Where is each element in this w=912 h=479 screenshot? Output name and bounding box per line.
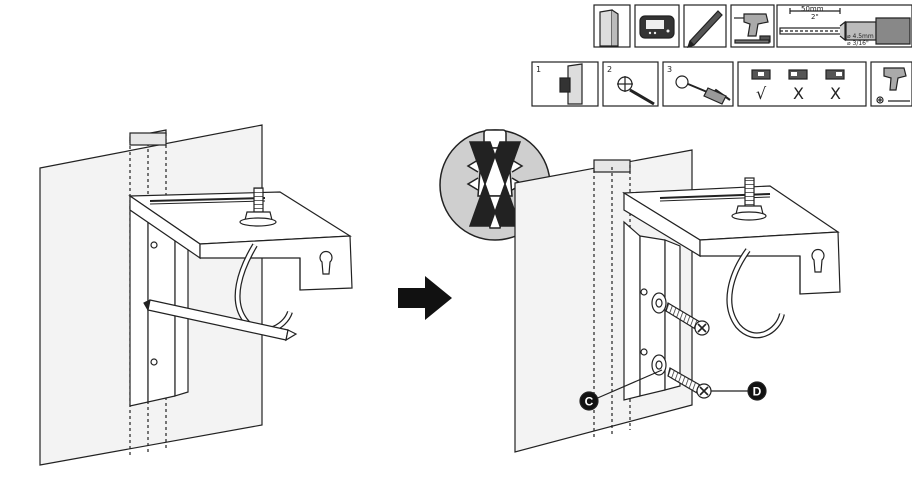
pencil-icon <box>683 4 727 48</box>
screw-upper <box>665 302 710 336</box>
step-1-number: 1 <box>536 65 541 74</box>
drill-icon <box>730 4 775 48</box>
washers-right <box>651 292 667 376</box>
drill-depth-icon: 50mm 2" ⌀ 4.5mm ⌀ 3/16" <box>776 4 912 48</box>
screw-lower <box>667 367 712 399</box>
depth-inch-label: 2" <box>811 13 819 21</box>
drywall-icon <box>593 4 631 48</box>
step-1-locate-stud: 1 <box>531 61 599 107</box>
callout-c: C <box>579 369 663 411</box>
step-2-mark-wall: 2 <box>602 61 659 107</box>
right-illustration: C D <box>514 149 841 453</box>
level-wrong-mark-1: X <box>793 84 804 103</box>
callout-d-label: D <box>753 385 762 399</box>
depth-mm-label: 50mm <box>801 5 824 13</box>
level-wrong-mark-2: X <box>830 84 841 103</box>
next-step-arrow <box>398 276 452 320</box>
steps-row: 1 2 3 √ X X <box>531 61 912 107</box>
diameter-inch-label: ⌀ 3/16" <box>847 40 869 47</box>
step-2-number: 2 <box>607 65 612 74</box>
pencil-left <box>143 299 298 342</box>
callout-d: D <box>711 381 767 401</box>
tools-row: 50mm 2" ⌀ 4.5mm ⌀ 3/16" <box>593 4 912 48</box>
step-3-number: 3 <box>667 65 672 74</box>
step-screw-in <box>870 61 912 107</box>
step-3-drill-hole: 3 <box>662 61 734 107</box>
step-level-check: √ X X <box>737 61 867 107</box>
level-ok-mark: √ <box>756 84 767 103</box>
diameter-mm-label: ⌀ 4.5mm <box>847 33 874 40</box>
stud-finder-icon <box>634 4 680 48</box>
callout-c-label: C <box>585 395 594 409</box>
left-illustration <box>39 124 353 466</box>
bracket-left <box>128 187 353 407</box>
